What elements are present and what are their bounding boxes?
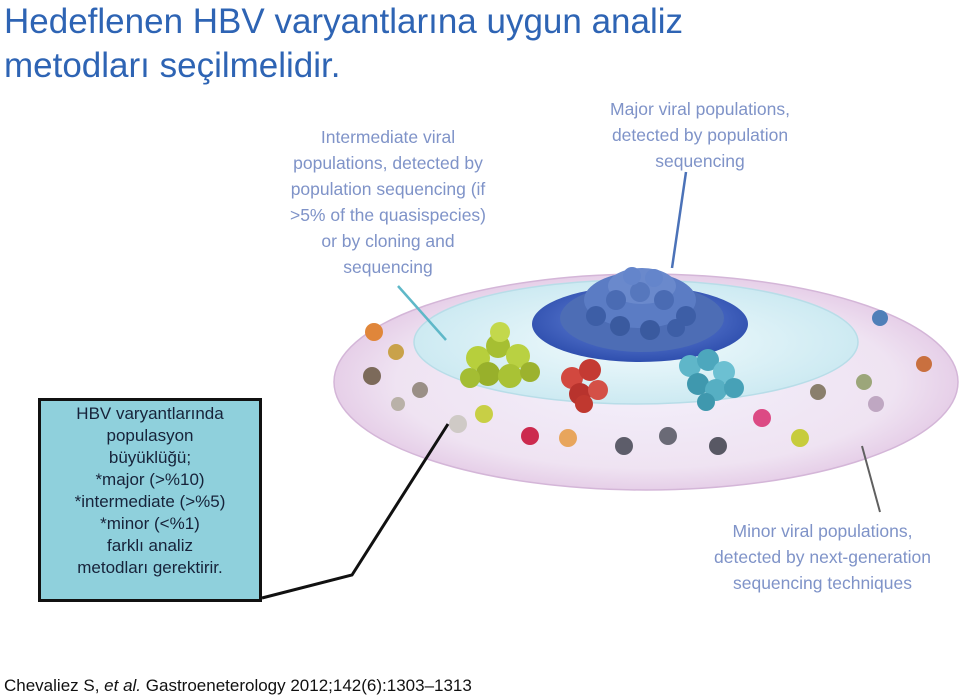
callout-line: or by cloning and bbox=[321, 231, 455, 251]
callout-line: population sequencing (if bbox=[290, 179, 486, 199]
major-population-callout: Major viral populations, detected by pop… bbox=[585, 96, 815, 174]
citation: Chevaliez S, et al. Gastroeneterology 20… bbox=[4, 676, 472, 696]
minor-viruses bbox=[363, 310, 932, 455]
major-virus-cluster bbox=[560, 267, 724, 352]
infobox-line: *intermediate (>%5) bbox=[74, 492, 226, 511]
infobox-line: farklı analiz bbox=[107, 536, 193, 555]
population-size-infobox: HBV varyantlarında populasyon büyüklüğü;… bbox=[38, 398, 262, 602]
minor-population-callout: Minor viral populations, detected by nex… bbox=[690, 518, 955, 596]
infobox-line: populasyon bbox=[106, 426, 194, 445]
minor-callout-line bbox=[861, 445, 881, 513]
infobox-line: HBV varyantlarında bbox=[76, 404, 224, 423]
callout-line: sequencing bbox=[655, 151, 745, 171]
intermediate-cluster-green bbox=[460, 322, 540, 388]
intermediate-cluster-teal bbox=[679, 349, 744, 411]
infobox-line: *minor (<%1) bbox=[100, 514, 200, 533]
citation-reference: Gastroeneterology 2012;142(6):1303–1313 bbox=[145, 676, 472, 695]
major-callout-line bbox=[670, 171, 688, 269]
callout-line: sequencing techniques bbox=[732, 573, 913, 593]
callout-line: detected by population bbox=[611, 125, 789, 145]
callout-line: populations, detected by bbox=[293, 153, 483, 173]
callout-line: Minor viral populations, bbox=[732, 521, 913, 541]
citation-authors: Chevaliez S, bbox=[4, 676, 100, 695]
title-line-2: metodları seçilmelidir. bbox=[4, 46, 341, 85]
page-title: Hedeflenen HBV varyantlarına uygun anali… bbox=[4, 0, 683, 88]
infobox-pointer-line bbox=[261, 423, 450, 600]
intermediate-callout-line bbox=[397, 285, 447, 341]
callout-line: Intermediate viral bbox=[320, 127, 456, 147]
title-line-1: Hedeflenen HBV varyantlarına uygun anali… bbox=[4, 2, 684, 41]
callout-line: detected by next-generation bbox=[714, 547, 931, 567]
infobox-line: *major (>%10) bbox=[95, 470, 205, 489]
callout-line: >5% of the quasispecies) bbox=[289, 205, 487, 225]
infobox-line: büyüklüğü; bbox=[108, 448, 192, 467]
infobox-line: metodları gerektirir. bbox=[77, 558, 223, 577]
callout-line: sequencing bbox=[343, 257, 433, 277]
citation-etal: et al. bbox=[104, 676, 142, 695]
intermediate-population-callout: Intermediate viral populations, detected… bbox=[268, 124, 508, 280]
callout-line: Major viral populations, bbox=[610, 99, 790, 119]
intermediate-cluster-red bbox=[561, 359, 608, 413]
